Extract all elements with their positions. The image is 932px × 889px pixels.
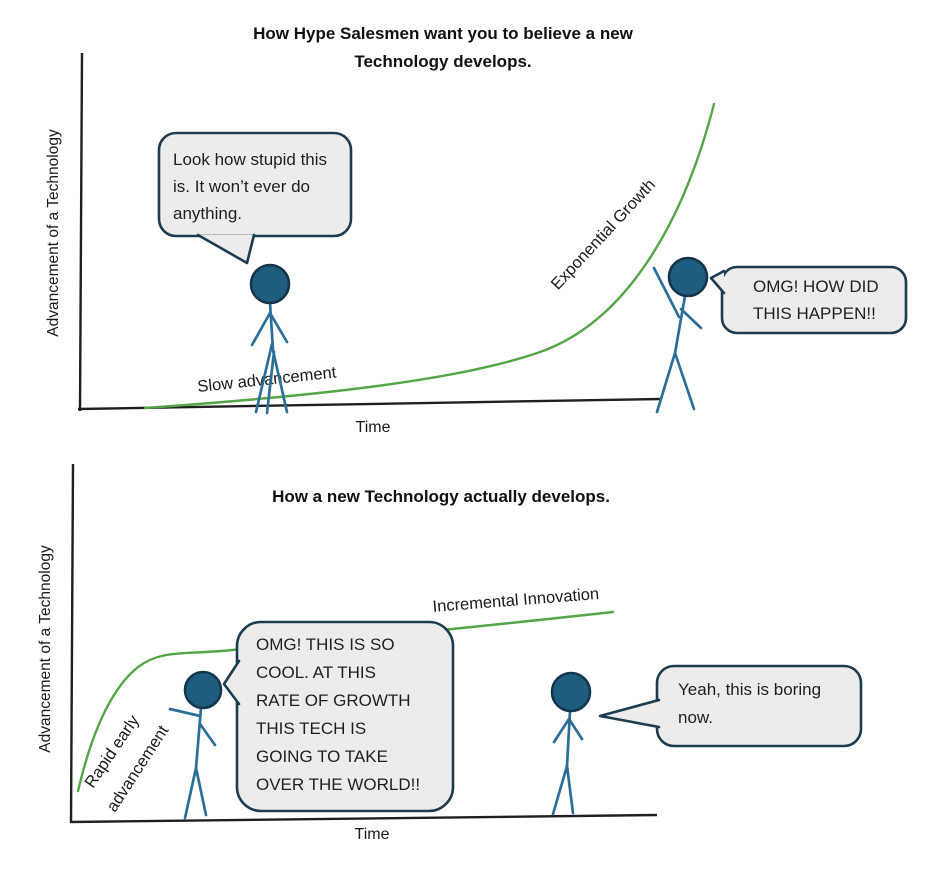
bored-speech-bubble: Yeah, this is boring now. xyxy=(598,664,863,748)
figure-leg-line xyxy=(254,342,274,414)
figure-arm-line xyxy=(567,717,584,741)
actual-y-axis xyxy=(69,463,75,824)
speech-bubble-line: Yeah, this is boring xyxy=(678,680,821,699)
actual-title: How a new Technology actually develops. xyxy=(272,487,610,506)
speech-bubble-tail xyxy=(709,269,726,295)
skeptic-speech-bubble: Look how stupid this is. It won’t ever d… xyxy=(157,131,353,265)
figure-arm-line xyxy=(679,307,703,330)
speech-bubble-line: THIS TECH IS xyxy=(256,719,366,738)
actual-chart: How a new Technology actually develops. … xyxy=(37,463,863,843)
figure-arm-line xyxy=(198,722,217,747)
figure-body-line xyxy=(268,301,275,352)
hype-title-line2: Technology develops. xyxy=(354,52,531,71)
amazed-stick-figure xyxy=(652,256,709,414)
figure-leg-line xyxy=(183,766,198,820)
hype-title-line1: How Hype Salesmen want you to believe a … xyxy=(253,24,634,43)
figure-arm-line xyxy=(652,266,681,319)
speech-bubble-line: OVER THE WORLD!! xyxy=(256,775,420,794)
speech-bubble-line: GOING TO TAKE xyxy=(256,747,388,766)
speech-bubble-line: anything. xyxy=(173,204,242,223)
speech-bubble-tail xyxy=(598,698,661,729)
hype-y-axis xyxy=(78,52,84,412)
excited-stick-figure xyxy=(168,670,223,820)
speech-bubble-line: Look how stupid this xyxy=(173,150,327,169)
figure-head xyxy=(183,670,223,710)
speech-bubble-line: COOL. AT THIS xyxy=(256,663,376,682)
skeptic-stick-figure xyxy=(249,263,291,415)
bored-stick-figure xyxy=(550,671,592,816)
speech-bubble-box xyxy=(235,620,455,813)
hype-late-curve-label: Exponential Growth xyxy=(548,176,659,294)
excited-speech-bubble: OMG! THIS IS SO COOL. AT THIS RATE OF GR… xyxy=(222,620,455,813)
actual-x-axis-label: Time xyxy=(355,826,390,843)
figure-arm-line xyxy=(168,707,202,718)
figure-head xyxy=(249,263,291,305)
figure-arm-line xyxy=(250,311,272,347)
figure-leg-line xyxy=(673,351,696,411)
speech-bubble-line: OMG! HOW DID xyxy=(753,277,879,296)
figure-leg-line xyxy=(655,351,677,414)
figure-leg-line xyxy=(565,764,575,815)
amazed-speech-bubble: OMG! HOW DID THIS HAPPEN!! xyxy=(709,265,908,335)
speech-bubble-box xyxy=(655,664,863,748)
actual-curve xyxy=(76,610,615,793)
speech-bubble-line: RATE OF GROWTH xyxy=(256,691,411,710)
hype-x-axis-label: Time xyxy=(356,419,391,436)
hype-y-axis-label: Advancement of a Technology xyxy=(45,129,62,337)
speech-bubble-box xyxy=(720,265,908,335)
figure-arm-line xyxy=(268,311,289,344)
figure-arm-line xyxy=(552,717,571,744)
figure-leg-line xyxy=(194,766,208,817)
actual-late-curve-label: Incremental Innovation xyxy=(432,585,600,616)
speech-bubble-tail xyxy=(196,233,256,265)
figure-body-line xyxy=(194,706,203,770)
hype-chart: How Hype Salesmen want you to believe a … xyxy=(45,24,908,436)
figure-body-line xyxy=(673,294,687,355)
figure-leg-line xyxy=(265,350,276,415)
actual-x-axis xyxy=(69,813,658,824)
speech-bubble-line: THIS HAPPEN!! xyxy=(753,304,876,323)
speech-bubble-line: now. xyxy=(678,708,713,727)
figure-leg-line xyxy=(551,764,569,816)
figure-head xyxy=(667,256,709,298)
speech-bubble-tail xyxy=(222,659,241,706)
speech-bubble-line: OMG! THIS IS SO xyxy=(256,635,395,654)
figure-head xyxy=(550,671,592,713)
hype-x-axis xyxy=(77,397,661,411)
actual-y-axis-label: Advancement of a Technology xyxy=(37,545,54,753)
speech-bubble-line: is. It won’t ever do xyxy=(173,177,310,196)
